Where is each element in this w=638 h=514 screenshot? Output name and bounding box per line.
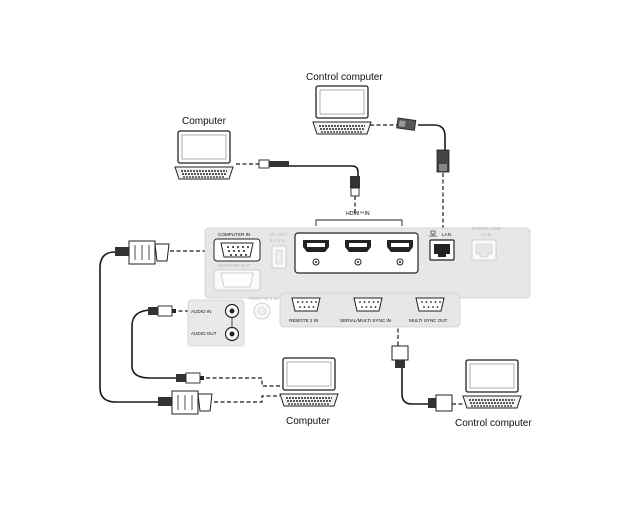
lan-plug-icon	[396, 117, 417, 131]
control-computer-bottom-label: Control computer	[455, 418, 532, 429]
hdmi-port-3[interactable]	[387, 240, 413, 266]
vga-dash-bottom	[214, 395, 280, 403]
laptop-icon	[174, 130, 234, 180]
multi-sync-out-port	[415, 297, 445, 312]
digital-link-label-1: DIGITAL LINK	[472, 226, 502, 231]
lan-plug-icon-2	[436, 149, 450, 173]
serial-cable	[401, 368, 428, 405]
lan-cable	[418, 124, 446, 150]
remote-2-in-label: REMOTE 2 IN	[289, 318, 318, 323]
dc-out-label-1: DC OUT	[270, 232, 288, 237]
computer-in-label: COMPUTER IN	[218, 232, 250, 237]
serial-multi-sync-in-label: SERIAL/MULTI SYNC IN	[340, 318, 391, 323]
laptop-icon	[462, 359, 522, 409]
audio-in-label: AUDIO IN	[191, 309, 211, 314]
laptop-icon	[312, 85, 372, 135]
vga-cable	[99, 251, 172, 403]
monitor-out-label: MONITOR OUT	[218, 263, 251, 268]
hdmi-plug-icon-2	[350, 176, 360, 197]
hdmi-in-label: HDMI™IN	[346, 211, 370, 217]
hdmi-port-2[interactable]	[345, 240, 371, 266]
audio-dash-bottom	[206, 377, 282, 387]
audio-cable	[131, 309, 176, 379]
digital-link-jack	[475, 243, 493, 258]
lan-label: LAN	[442, 232, 451, 237]
control-computer-top-label: Control computer	[306, 72, 383, 83]
remote-2-in-port	[291, 297, 321, 312]
audio-plug-icon	[148, 305, 176, 317]
audio-out-label: AUDIO OUT	[191, 331, 217, 336]
hdmi-port-1[interactable]	[303, 240, 329, 266]
hdmi-bracket	[315, 219, 403, 226]
multi-sync-out-label: MULTI SYNC OUT	[409, 318, 448, 323]
hdmi-cable	[289, 165, 359, 176]
vga-plug-icon	[115, 240, 170, 265]
audio-plug-icon-2	[176, 372, 204, 384]
d-sub9-plug-icon-2	[428, 394, 453, 412]
computer-top-label: Computer	[182, 116, 227, 127]
network-icon	[429, 230, 437, 237]
digital-link-label-2: LAN	[482, 232, 491, 237]
dc-out-slot	[275, 249, 283, 265]
dc-out-label-2: 5 V 2 A	[270, 238, 286, 243]
monitor-out-dsub	[220, 272, 254, 288]
computer-in-dsub	[220, 242, 254, 258]
remote-1-in-label: REMOTE 1 IN	[249, 296, 278, 301]
laptop-icon	[279, 357, 339, 407]
hdmi-block	[294, 232, 419, 274]
computer-in-pins	[227, 246, 249, 256]
d-sub9-plug-icon	[391, 345, 409, 368]
lan-port-jack	[434, 244, 450, 257]
computer-bottom-label: Computer	[286, 416, 331, 427]
hdmi-plug-icon	[258, 159, 289, 169]
serial-multi-sync-in-port[interactable]	[353, 297, 383, 312]
vga-plug-icon-2	[158, 390, 213, 415]
